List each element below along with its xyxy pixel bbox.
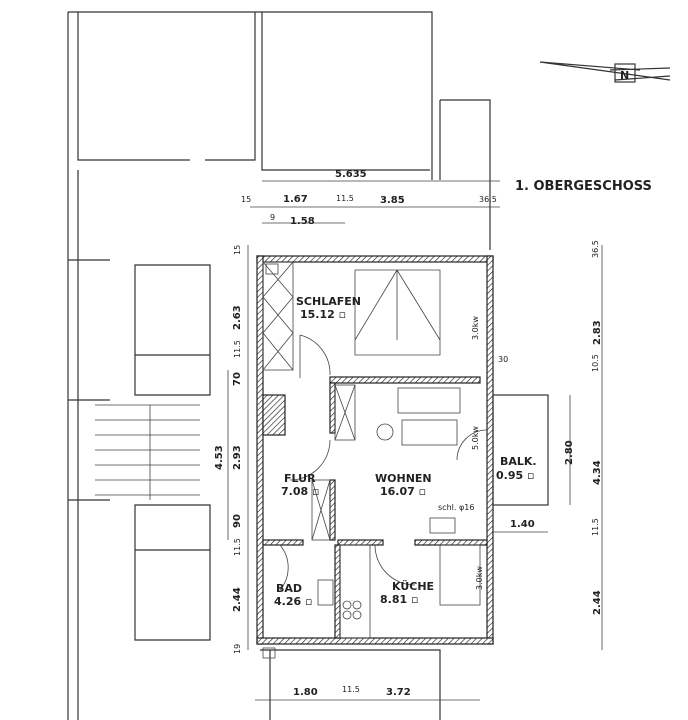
svg-text:15: 15 [233, 245, 242, 255]
svg-text:3.85: 3.85 [380, 195, 405, 206]
svg-text:30: 30 [498, 355, 508, 364]
svg-text:15.12 ▫: 15.12 ▫ [300, 308, 346, 321]
svg-text:11.5: 11.5 [233, 340, 242, 358]
room-kueche: KÜCHE 8.81 ▫ [380, 579, 434, 606]
svg-text:19: 19 [233, 644, 242, 654]
room-balkon: BALK. 0.95 ▫ [496, 455, 537, 482]
svg-text:10.5: 10.5 [591, 354, 600, 372]
svg-text:7.08 ▫: 7.08 ▫ [281, 485, 319, 498]
svg-text:4.53: 4.53 [214, 445, 225, 470]
neighbor-buildings [67, 11, 491, 720]
north-arrow-icon: N [539, 61, 671, 83]
svg-text:36.5: 36.5 [591, 240, 600, 258]
svg-text:1.80: 1.80 [293, 687, 318, 698]
dims-left: 15 2.63 11.5 70 4.53 2.93 90 11.5 2.44 1… [214, 245, 243, 654]
svg-text:2.80: 2.80 [564, 440, 575, 465]
svg-text:3.72: 3.72 [386, 687, 411, 698]
svg-text:3.0kw: 3.0kw [471, 316, 480, 340]
svg-text:9: 9 [270, 213, 275, 222]
svg-text:4.34: 4.34 [592, 460, 603, 485]
dimension-lines [227, 180, 603, 701]
floor-title: 1. OBERGESCHOSS [515, 179, 652, 194]
svg-text:2.44: 2.44 [232, 587, 243, 612]
dims-bottom: 1.80 11.5 3.72 [293, 685, 411, 698]
svg-text:1.67: 1.67 [283, 194, 308, 205]
svg-text:SCHLAFEN: SCHLAFEN [296, 295, 361, 308]
svg-text:70: 70 [232, 372, 243, 386]
room-wohnen: WOHNEN 16.07 ▫ [375, 472, 432, 498]
apartment-walls [256, 255, 549, 659]
room-bad: BAD 4.26 ▫ [274, 582, 312, 608]
svg-text:11.5: 11.5 [591, 518, 600, 536]
svg-text:2.63: 2.63 [232, 305, 243, 330]
svg-text:16.07 ▫: 16.07 ▫ [380, 485, 426, 498]
svg-text:11.5: 11.5 [233, 538, 242, 556]
svg-text:1.40: 1.40 [510, 519, 535, 530]
svg-text:5.635: 5.635 [335, 169, 367, 180]
svg-text:90: 90 [232, 514, 243, 528]
svg-text:5.0kw: 5.0kw [471, 426, 480, 450]
svg-text:0.95 ▫: 0.95 ▫ [496, 469, 534, 482]
north-label: N [620, 69, 629, 82]
svg-text:2.93: 2.93 [232, 445, 243, 470]
room-schlafen: SCHLAFEN 15.12 ▫ [296, 295, 361, 321]
svg-text:8.81 ▫: 8.81 ▫ [380, 593, 418, 606]
dims-top: 5.635 15 1.67 11.5 3.85 36.5 9 1.58 [241, 169, 497, 227]
svg-text:WOHNEN: WOHNEN [375, 472, 432, 485]
svg-text:11.5: 11.5 [336, 194, 354, 203]
svg-text:BALK.: BALK. [500, 455, 537, 468]
svg-text:11.5: 11.5 [342, 685, 360, 694]
dims-right: 36.5 2.83 10.5 30 2.80 4.34 1.40 11.5 2.… [498, 240, 603, 615]
svg-text:2.83: 2.83 [592, 320, 603, 345]
svg-text:2.44: 2.44 [592, 590, 603, 615]
svg-text:FLUR: FLUR [284, 472, 316, 485]
svg-text:1.58: 1.58 [290, 216, 315, 227]
svg-text:BAD: BAD [276, 582, 302, 595]
svg-text:3.0kw: 3.0kw [475, 566, 484, 590]
svg-text:4.26 ▫: 4.26 ▫ [274, 595, 312, 608]
svg-text:KÜCHE: KÜCHE [392, 579, 434, 593]
room-flur: FLUR 7.08 ▫ [281, 472, 319, 498]
annotations: 3.0kw 5.0kw 3.0kw schl. φ16 [438, 316, 484, 590]
svg-text:36.5: 36.5 [479, 195, 497, 204]
svg-text:15: 15 [241, 195, 251, 204]
svg-text:schl. φ16: schl. φ16 [438, 503, 474, 512]
